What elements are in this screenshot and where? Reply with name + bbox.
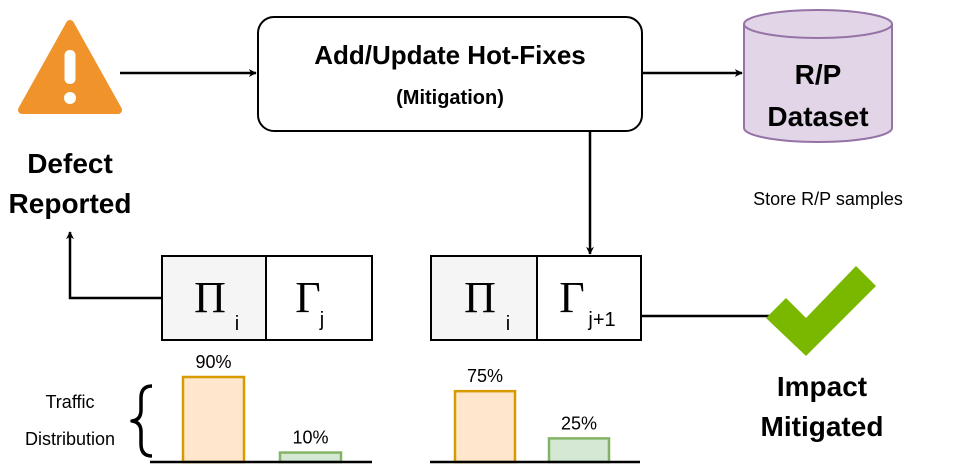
traffic-label-line1: Traffic bbox=[45, 392, 94, 412]
after-policy-alt-sub: j+1 bbox=[587, 309, 615, 331]
after-policy-group: Π i Γ j+1 bbox=[430, 255, 642, 341]
before-policy-main-symbol: Π bbox=[194, 273, 226, 322]
before-policy-alt-symbol: Γ bbox=[295, 273, 320, 322]
after-policy-main-sub: i bbox=[506, 313, 510, 335]
brace-icon bbox=[130, 384, 153, 458]
after-policy-main-box bbox=[430, 255, 538, 341]
checkmark-icon bbox=[766, 266, 876, 356]
before-policy-alt-box bbox=[265, 255, 373, 341]
bar-before-main bbox=[181, 375, 246, 464]
defect-label-line1: Defect bbox=[27, 148, 113, 179]
bar-after-alt bbox=[547, 437, 611, 464]
hotfix-title: Add/Update Hot-Fixes bbox=[314, 40, 586, 70]
defect-label-line2: Reported bbox=[9, 188, 132, 219]
hotfix-box[interactable]: Add/Update Hot-Fixes (Mitigation) bbox=[257, 16, 643, 132]
traffic-label-line2: Distribution bbox=[25, 429, 115, 449]
bar-after-main bbox=[453, 389, 517, 464]
result-label-line1: Impact bbox=[777, 371, 867, 402]
data-label-after-main: 75% bbox=[467, 366, 503, 386]
data-label-after-alt: 25% bbox=[561, 413, 597, 433]
arrow-before-to-defect bbox=[66, 231, 162, 300]
traffic-chart-after: 75% 25% bbox=[430, 366, 640, 464]
after-policy-alt-symbol: Γ bbox=[559, 273, 584, 322]
hotfix-subtitle: (Mitigation) bbox=[396, 87, 504, 109]
database-cylinder-icon: R/P Dataset bbox=[743, 9, 893, 143]
before-policy-main-box bbox=[161, 255, 267, 341]
before-policy-alt-sub: j bbox=[319, 309, 324, 331]
data-label-before-alt: 10% bbox=[292, 428, 328, 448]
dataset-caption: Store R/P samples bbox=[753, 189, 903, 209]
result-label-line2: Mitigated bbox=[761, 411, 884, 442]
before-policy-main-sub: i bbox=[235, 313, 239, 335]
warning-triangle-icon bbox=[18, 20, 122, 114]
after-policy-alt-box bbox=[536, 255, 642, 341]
after-policy-main-symbol: Π bbox=[464, 273, 496, 322]
data-label-before-main: 90% bbox=[195, 352, 231, 372]
dataset-label-line1: R/P bbox=[795, 59, 842, 90]
bar-before-alt bbox=[278, 451, 343, 464]
traffic-chart-before: 90% 10% bbox=[150, 352, 372, 464]
dataset-label-line2: Dataset bbox=[767, 101, 868, 132]
before-policy-group: Π i Γ j bbox=[161, 255, 373, 341]
